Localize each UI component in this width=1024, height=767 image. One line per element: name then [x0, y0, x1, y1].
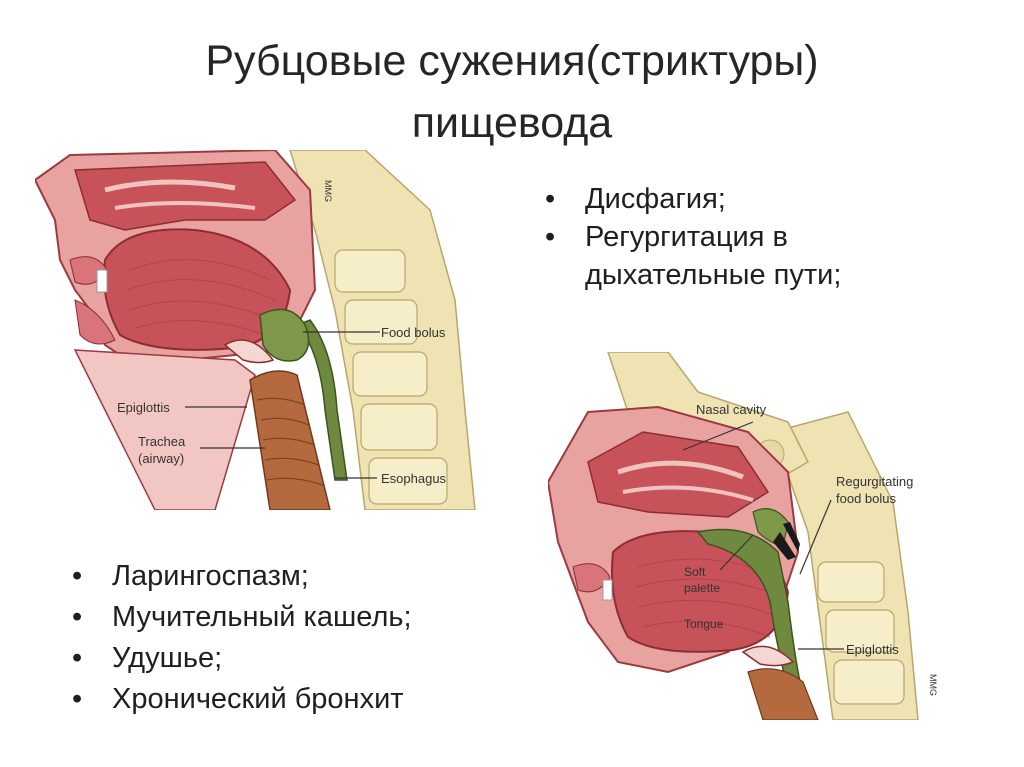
title-line-2: пищевода — [411, 99, 613, 147]
bullet-item: Мучительный кашель; — [72, 597, 532, 638]
epiglottis-shape — [223, 339, 275, 364]
label-trachea-sub: (airway) — [138, 451, 184, 466]
bullet-item: Хронический бронхит — [72, 679, 532, 720]
vertebra — [368, 457, 448, 505]
label-epiglottis: Epiglottis — [117, 400, 170, 415]
bullet-item: Удушье; — [72, 638, 532, 679]
label-food-bolus: food bolus — [836, 491, 896, 506]
vertebra — [833, 659, 905, 705]
regurgitation-arrow-icon — [773, 532, 796, 560]
vertebra — [344, 299, 418, 345]
bullet-item: Ларингоспазм; — [72, 556, 532, 597]
anatomy-illustration-swallowing: Food bolus Epiglottis Trachea (airway) E… — [35, 150, 476, 510]
vertebra — [334, 249, 406, 293]
vertebra — [352, 351, 428, 397]
label-epiglottis: Epiglottis — [846, 642, 899, 657]
title-line-1: Рубцовые сужения(стриктуры) — [205, 37, 819, 85]
watermark-logo: MMG — [928, 674, 938, 696]
label-nasal-cavity: Nasal cavity — [696, 402, 767, 417]
nasal-cavity-shape — [74, 161, 297, 231]
label-trachea: Trachea — [138, 434, 186, 449]
vertebra — [360, 403, 438, 451]
watermark-logo: MMG — [323, 180, 333, 202]
trachea-shape — [249, 370, 331, 510]
nasal-cavity-shape — [587, 431, 770, 518]
bullet-item: Регургитация в — [545, 218, 965, 256]
bullet-list-complications: Ларингоспазм; Мучительный кашель; Удушье… — [72, 556, 532, 720]
vertebra — [825, 609, 895, 653]
esophagus-shape — [295, 319, 348, 481]
label-food-bolus: Food bolus — [381, 325, 446, 340]
label-esophagus: Esophagus — [381, 471, 447, 486]
bullet-list-symptoms: Дисфагия; Регургитация в дыхательные пут… — [545, 180, 965, 294]
slide-title: Рубцовые сужения(стриктуры) пищевода — [0, 30, 1024, 154]
label-regurgitating: Regurgitating — [836, 474, 913, 489]
anatomy-illustration-regurgitation: Nasal cavity Regurgitating food bolus So… — [548, 352, 938, 720]
bullet-continuation: дыхательные пути; — [585, 259, 842, 291]
vertebra — [817, 561, 885, 603]
epiglottis-shape — [741, 645, 795, 667]
label-soft: Soft — [684, 565, 706, 579]
label-palette: palette — [684, 581, 720, 595]
label-tongue: Tongue — [684, 617, 724, 631]
bullet-item: Дисфагия; — [545, 180, 965, 218]
food-bolus-shape — [259, 308, 310, 362]
